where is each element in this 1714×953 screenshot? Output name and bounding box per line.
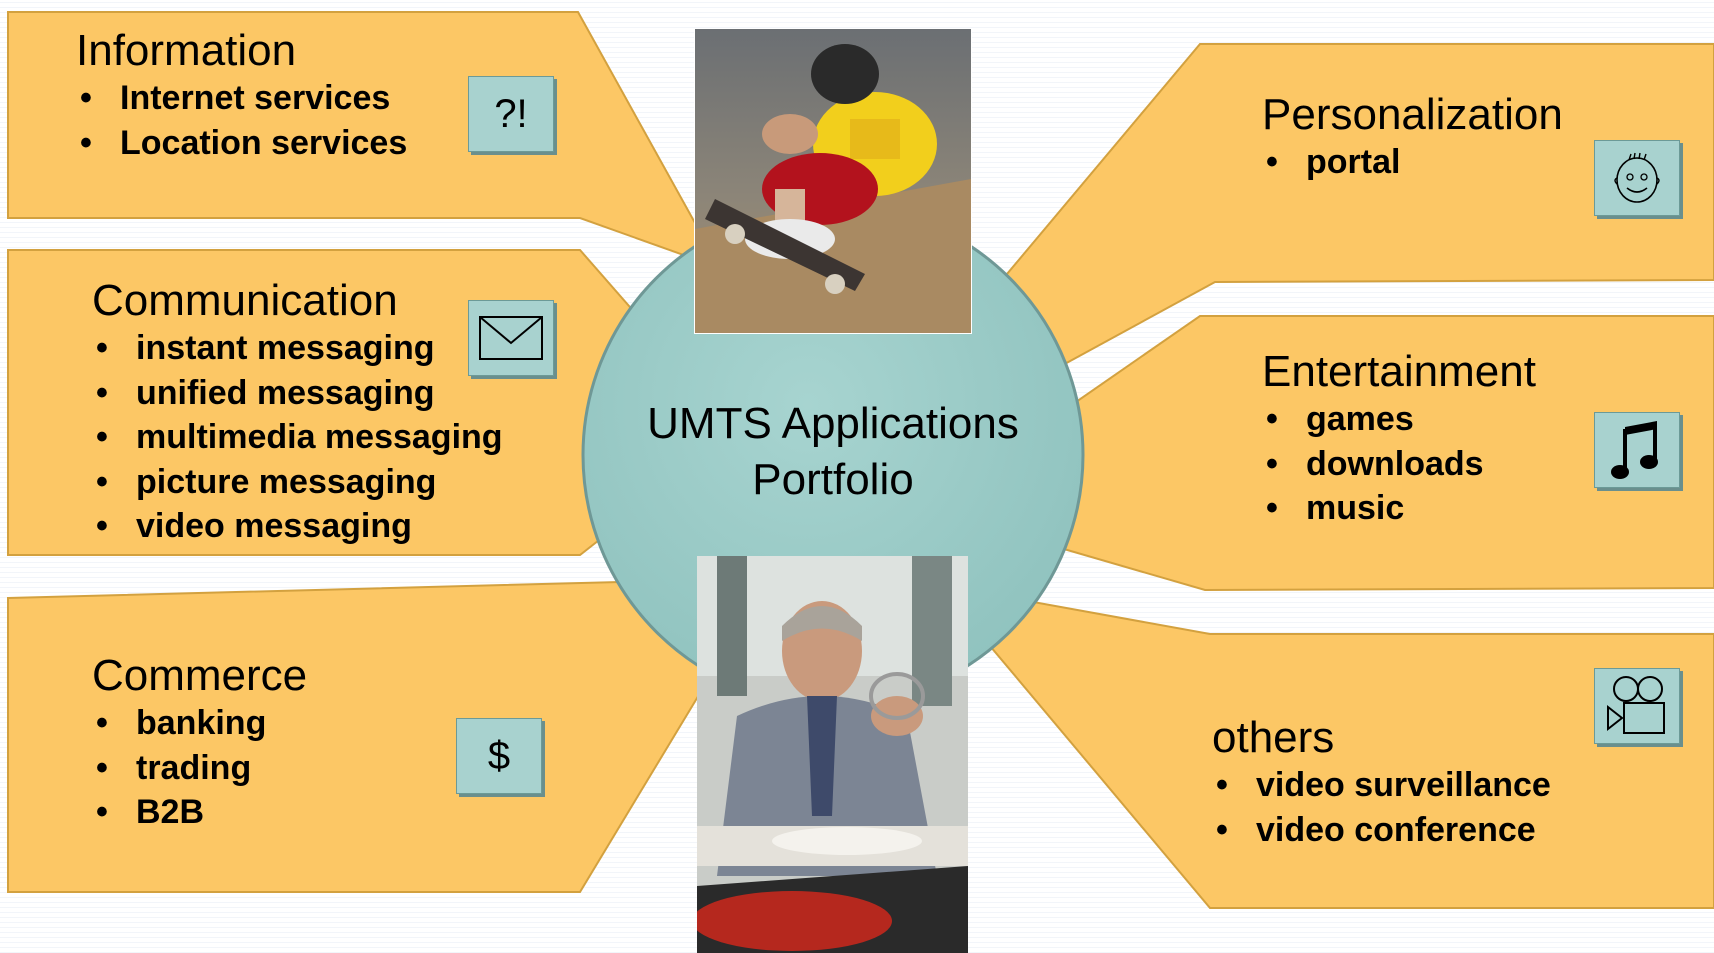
others-list: video surveillance video conference — [1212, 763, 1551, 852]
center-title-line1: UMTS Applications — [647, 399, 1019, 448]
skateboarder-image — [695, 29, 971, 333]
list-item: video conference — [1212, 808, 1551, 853]
list-item: portal — [1262, 140, 1563, 185]
businessman-image — [697, 556, 968, 953]
center-title-line2: Portfolio — [752, 455, 914, 504]
information-title: Information — [76, 26, 297, 75]
list-item: video messaging — [92, 504, 503, 549]
commerce-text: Commerce banking trading B2B — [92, 651, 307, 835]
list-item: music — [1262, 486, 1536, 531]
video-camera-icon — [1594, 668, 1680, 744]
music-note-glyph — [1611, 421, 1658, 479]
video-camera-glyph — [1607, 676, 1665, 734]
list-item: banking — [92, 701, 307, 746]
others-text: others video surveillance video conferen… — [1212, 713, 1551, 852]
information-list: Internet services Location services — [76, 76, 407, 165]
commerce-title: Commerce — [92, 651, 308, 700]
face-icon — [1594, 140, 1680, 216]
communication-title: Communication — [92, 276, 398, 325]
list-item: multimedia messaging — [92, 415, 503, 460]
list-item: Location services — [76, 121, 407, 166]
dollar-icon: $ — [456, 718, 542, 794]
face-glyph — [1614, 152, 1660, 203]
envelope-icon — [468, 300, 554, 376]
entertainment-text: Entertainment games downloads music — [1262, 347, 1536, 531]
businessman-photo — [697, 556, 968, 953]
envelope-glyph — [479, 316, 543, 360]
others-title: others — [1212, 713, 1335, 762]
question-exclamation-icon: ?! — [468, 76, 554, 152]
communication-text: Communication instant messaging unified … — [92, 276, 503, 549]
music-note-icon — [1594, 412, 1680, 488]
list-item: B2B — [92, 790, 307, 835]
list-item: games — [1262, 397, 1536, 442]
personalization-list: portal — [1262, 140, 1563, 185]
information-text: Information Internet services Location s… — [76, 26, 407, 165]
center-title: UMTS Applications Portfolio — [598, 396, 1068, 508]
skateboarder-photo — [694, 28, 972, 334]
list-item: instant messaging — [92, 326, 503, 371]
list-item: video surveillance — [1212, 763, 1551, 808]
list-item: downloads — [1262, 442, 1536, 487]
list-item: picture messaging — [92, 460, 503, 505]
entertainment-title: Entertainment — [1262, 347, 1536, 396]
list-item: unified messaging — [92, 371, 503, 416]
commerce-list: banking trading B2B — [92, 701, 307, 835]
communication-list: instant messaging unified messaging mult… — [92, 326, 503, 549]
list-item: trading — [92, 746, 307, 791]
entertainment-list: games downloads music — [1262, 397, 1536, 531]
list-item: Internet services — [76, 76, 407, 121]
personalization-text: Personalization portal — [1262, 90, 1563, 185]
personalization-title: Personalization — [1262, 90, 1563, 139]
